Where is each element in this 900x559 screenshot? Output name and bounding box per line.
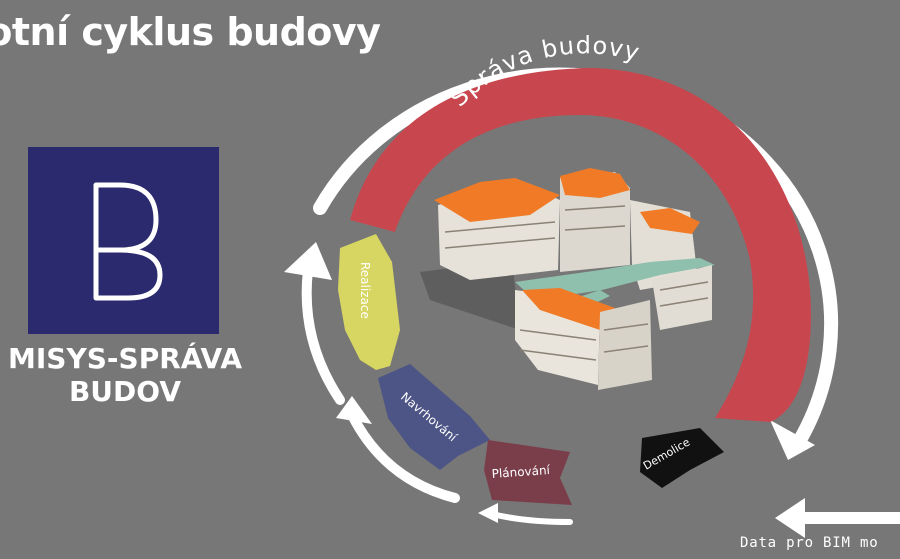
bim-arrow-head-icon — [775, 498, 805, 538]
arrow-realizace — [301, 265, 345, 405]
green-roof-wing — [515, 258, 715, 300]
logo-box — [28, 147, 219, 334]
arrow-realizace-head-icon — [284, 242, 332, 280]
building-shadow — [420, 260, 520, 330]
stage-navrhovani: Navrhování — [378, 364, 490, 470]
roof-right — [640, 208, 700, 234]
bim-data-note: Data pro BIM mo — [740, 535, 879, 551]
b-logo-icon — [93, 182, 163, 301]
arrow-planovani — [489, 511, 573, 525]
stage-realizace-label: Realizace — [358, 262, 372, 319]
building-tower — [560, 172, 630, 272]
logo-line-1: MISYS-SPRÁVA — [8, 342, 242, 375]
arrow-navrhovani-head-icon — [336, 396, 372, 424]
stage-planovani-label: Plánování — [491, 463, 551, 481]
building-illustration — [420, 168, 715, 390]
stage-sprava-band — [350, 68, 811, 422]
building-courtyard-wing — [652, 265, 712, 330]
outer-arrow-head-icon — [770, 420, 815, 460]
logo-text: MISYS-SPRÁVA BUDOV — [0, 342, 250, 408]
arrow-planovani-head-icon — [478, 503, 498, 523]
building-corner — [598, 300, 652, 390]
roof-front — [522, 288, 615, 330]
page-title: votní cyklus budovy — [0, 10, 381, 54]
roof-back — [434, 178, 560, 222]
arrow-navrhovani — [347, 410, 460, 503]
roof-tower — [560, 168, 630, 198]
stage-planovani: Plánování — [484, 440, 572, 505]
window-rows — [444, 205, 709, 361]
stage-realizace: Realizace — [338, 234, 400, 370]
stage-demolice: Demolice — [640, 428, 724, 488]
logo-line-2: BUDOV — [68, 375, 182, 408]
